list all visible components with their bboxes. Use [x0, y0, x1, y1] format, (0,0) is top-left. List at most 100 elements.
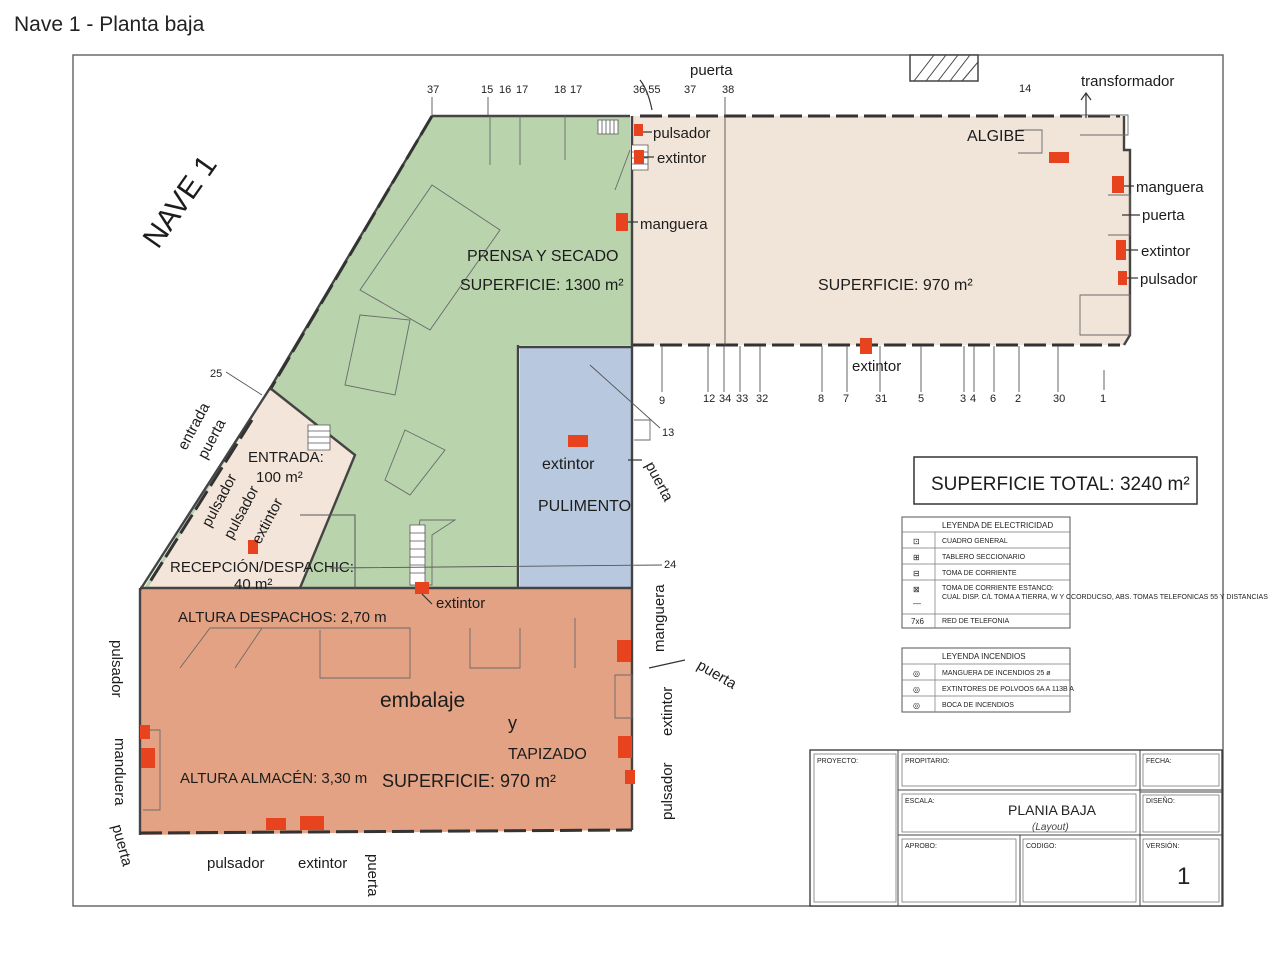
col-number: 36,55 — [633, 84, 661, 96]
label-puerta-top: puerta — [690, 62, 733, 79]
legend-symbol: — — [913, 599, 921, 608]
extintor-icon — [300, 816, 324, 830]
tb-diseno: DISEÑO: — [1146, 796, 1175, 805]
legend-text: CUAL DISP. C/L TOMA A TIERRA, W Y CCORDU… — [942, 594, 1268, 601]
zone-nave-east — [632, 116, 1130, 345]
col-number: 7 — [843, 393, 849, 405]
zone-embalaje — [140, 588, 632, 835]
legend-electric-title: LEYENDA DE ELECTRICIDAD — [942, 521, 1053, 530]
col-number: 1 — [1100, 393, 1106, 405]
manguera-icon — [616, 213, 628, 231]
legend-text: CUADRO GENERAL — [942, 538, 1008, 545]
legend-symbol: 7x6 — [911, 617, 924, 626]
title-block: PROYECTO: PROPITARIO: FECHA: ESCALA: DIS… — [809, 749, 1223, 907]
label-puerta-left: puerta — [108, 823, 136, 869]
col-number: 32 — [756, 393, 768, 405]
col-number: 17 — [570, 84, 582, 96]
col-number: 15 — [481, 84, 493, 96]
tb-plan-sub: (Layout) — [1032, 822, 1069, 833]
legend-symbol: ⊞ — [913, 553, 920, 562]
label-puerta-pulimento: puerta — [641, 459, 676, 505]
zone-pulimento-name: PULIMENTO — [538, 498, 631, 515]
annotation-arrows — [421, 79, 1140, 669]
manguera-icon — [617, 640, 631, 662]
extintor-icon — [618, 736, 632, 758]
legend-electric: LEYENDA DE ELECTRICIDAD ⊡ CUADRO GENERAL… — [901, 516, 1268, 629]
legend-text: EXTINTORES DE POLVOOS 6A A 113B A — [942, 686, 1074, 693]
label-extintor-orange: extintor — [659, 687, 676, 736]
col-number: 33 — [736, 393, 748, 405]
legend-text: TABLERO SECCIONARIO — [942, 554, 1026, 561]
safety-markers — [140, 124, 1127, 830]
extintor-icon — [568, 435, 588, 447]
col-number-13: 13 — [662, 427, 674, 439]
col-number: 38 — [722, 84, 734, 96]
total-surface: SUPERFICIE TOTAL: 3240 m² — [931, 474, 1190, 495]
altura-almacen: ALTURA ALMACÉN: 3,30 m — [180, 770, 367, 787]
zone-tapizado-name: TAPIZADO — [508, 746, 587, 763]
tb-propietario: PROPITARIO: — [905, 758, 950, 765]
legend-symbol: ◎ — [913, 685, 920, 694]
extintor-icon — [860, 338, 872, 354]
zone-embalaje-surface: SUPERFICIE: 970 m² — [382, 771, 556, 791]
legend-symbol: ◎ — [913, 669, 920, 678]
label-puerta-orange: puerta — [694, 657, 740, 693]
label-manguera-mid: manguera — [640, 216, 708, 233]
zone-entrada — [148, 388, 355, 588]
label-extintor-right: extintor — [1141, 243, 1190, 260]
leader-lines — [225, 97, 1105, 569]
tb-version: VERSIÓN: — [1146, 841, 1180, 850]
col-number: 34 — [719, 393, 731, 405]
label-puerta-right: puerta — [1142, 207, 1185, 224]
label-pulsador-bottom: pulsador — [207, 855, 265, 872]
col-number: 3 — [960, 393, 966, 405]
total-surface-box — [913, 456, 1198, 505]
nave-label: NAVE 1 — [137, 149, 224, 254]
column-numbers-mid: 9 12 34 33 32 8 7 31 5 3 4 6 2 30 1 — [659, 393, 1106, 407]
legend-text: RED DE TELEFONIA — [942, 618, 1009, 625]
col-number: 8 — [818, 393, 824, 405]
altura-despachos: ALTURA DESPACHOS: 2,70 m — [178, 609, 387, 626]
tb-plan-title: PLANIA BAJA — [1008, 802, 1097, 818]
extintor-icon — [634, 150, 644, 164]
zone-algibe: ALGIBE — [967, 128, 1025, 145]
legend-symbol: ⊡ — [913, 537, 920, 546]
extintor-icon — [1049, 152, 1069, 163]
tb-aprobo: APROBO: — [905, 843, 937, 850]
interior-lines — [143, 114, 1131, 811]
extintor-icon — [248, 540, 258, 554]
col-number: 4 — [970, 393, 976, 405]
tb-escala: ESCALA: — [905, 798, 935, 805]
zone-embalaje-name: embalaje — [380, 689, 465, 712]
legend-text: TOMA DE CORRIENTE ESTANCO: — [942, 585, 1054, 592]
col-number: 30 — [1053, 393, 1065, 405]
legend-text: BOCA DE INCENDIOS — [942, 702, 1014, 709]
label-manguera-orange: manguera — [651, 584, 668, 652]
label-transformador: transformador — [1081, 73, 1174, 90]
col-number: 6 — [990, 393, 996, 405]
col-number-25: 25 — [210, 368, 222, 380]
pulsador-icon — [625, 770, 635, 784]
tb-fecha: FECHA: — [1146, 758, 1172, 765]
legend-symbol: ⊠ — [913, 585, 920, 594]
tb-codigo: CODIGO: — [1026, 843, 1056, 850]
zone-prensa-surface: SUPERFICIE: 1300 m² — [460, 277, 624, 294]
page-title: Nave 1 - Planta baja — [14, 13, 205, 36]
legend-fire: LEYENDA INCENDIOS ◎ MANGUERA DE INCENDIO… — [901, 647, 1074, 713]
col-number: 18 — [554, 84, 566, 96]
label-extintor-bottom: extintor — [298, 855, 347, 872]
label-extintor-stairs: extintor — [436, 595, 485, 612]
col-number: 12 — [703, 393, 715, 405]
drawing-border — [72, 54, 1224, 907]
col-number: 37 — [684, 84, 696, 96]
pulsador-icon — [140, 725, 150, 739]
legend-symbol: ◎ — [913, 701, 920, 710]
label-manguera-right: manguera — [1136, 179, 1204, 196]
col-number: 9 — [659, 395, 665, 407]
legend-text: TOMA DE CORRIENTE — [942, 570, 1017, 577]
pulimento-extintor-label: extintor — [542, 456, 595, 473]
zone-recepcion-surface: 40 m² — [234, 576, 272, 593]
legend-fire-title: LEYENDA INCENDIOS — [942, 652, 1026, 661]
zone-pulimento — [520, 348, 632, 588]
